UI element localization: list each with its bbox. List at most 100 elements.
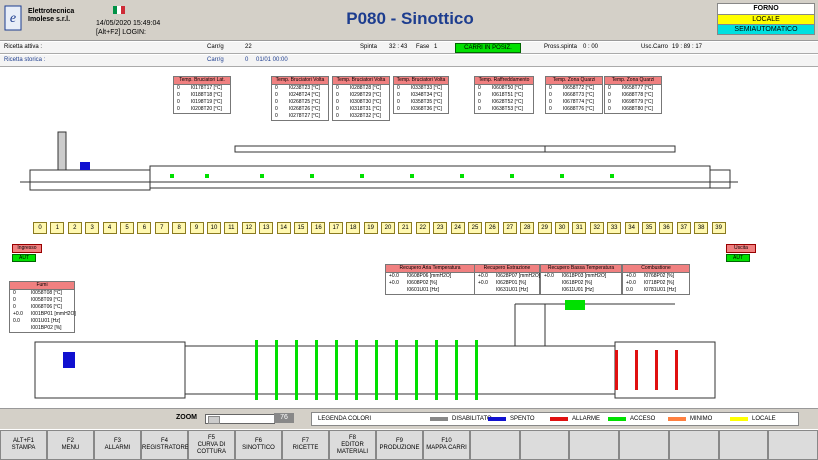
station-7[interactable]: 7: [154, 222, 169, 234]
station-0[interactable]: 0: [33, 222, 47, 234]
process-tag: I0628P01 [%]: [496, 280, 527, 286]
carrig-value: 22: [245, 44, 252, 50]
temp-value: 0: [275, 92, 278, 98]
station-20[interactable]: 20: [381, 222, 395, 234]
temp-value: 0: [336, 99, 339, 105]
station-14[interactable]: 14: [276, 222, 291, 234]
fkey-empty[interactable]: [519, 430, 570, 460]
uscita-aut-badge[interactable]: AUT: [726, 254, 750, 262]
login-shortcut[interactable]: [Alt+F2] LOGIN:: [96, 29, 146, 36]
station-28[interactable]: 28: [520, 222, 535, 234]
carrig2-value: 0: [245, 57, 249, 63]
ingresso-aut-badge[interactable]: AUT: [12, 254, 36, 262]
fkey-empty[interactable]: [718, 430, 769, 460]
station-25[interactable]: 25: [468, 222, 482, 234]
station-29[interactable]: 29: [537, 222, 552, 234]
pross-spinta-label: Pross.spinta: [544, 44, 578, 50]
station-27[interactable]: 27: [502, 222, 517, 234]
page-title: P080 - Sinottico: [346, 9, 474, 28]
company-logo-icon: e: [4, 5, 22, 31]
station-38[interactable]: 38: [694, 222, 709, 234]
station-33[interactable]: 33: [607, 222, 622, 234]
legend-label: ACCESO: [630, 416, 656, 422]
station-9[interactable]: 9: [189, 222, 204, 234]
station-8[interactable]: 8: [172, 222, 187, 234]
temp-value: 0: [478, 106, 481, 112]
temp-tag: I0248T24 [°C]: [289, 92, 320, 98]
temp-tag: I0638T53 [°C]: [492, 106, 523, 112]
station-16[interactable]: 16: [311, 222, 326, 234]
station-21[interactable]: 21: [398, 222, 413, 234]
legend-swatch: [668, 417, 686, 421]
station-36[interactable]: 36: [659, 222, 674, 234]
legend-swatch: [608, 417, 626, 421]
station-34[interactable]: 34: [624, 222, 639, 234]
station-22[interactable]: 22: [415, 222, 430, 234]
station-12[interactable]: 12: [241, 222, 256, 234]
station-26[interactable]: 26: [485, 222, 500, 234]
station-11[interactable]: 11: [224, 222, 239, 234]
process-tag: I0618P03 [mmH2O]: [562, 273, 607, 279]
station-17[interactable]: 17: [328, 222, 343, 234]
temp-panel-title: Temp. Zona Quarzi: [605, 77, 661, 85]
temp-value: 0: [275, 85, 278, 91]
fkey-empty[interactable]: [470, 430, 520, 460]
temp-tag: I0618T51 [°C]: [492, 92, 523, 98]
station-1[interactable]: 1: [50, 222, 65, 234]
process-value: 0: [13, 304, 16, 310]
fkey-empty[interactable]: [668, 430, 719, 460]
temp-tag: I0188T18 [°C]: [191, 92, 222, 98]
station-5[interactable]: 5: [120, 222, 134, 234]
station-19[interactable]: 19: [363, 222, 378, 234]
station-24[interactable]: 24: [450, 222, 465, 234]
station-18[interactable]: 18: [346, 222, 361, 234]
fkey-label: MATERIALI: [336, 448, 369, 455]
temp-panel-title: Temp. Zona Quarzi: [546, 77, 602, 85]
fkey-empty[interactable]: [768, 430, 818, 460]
temp-panel-title: Temp. Bruciatori Volta: [272, 77, 328, 85]
fkey-label: REGISTRATORE: [142, 445, 189, 451]
fkey-empty[interactable]: [569, 430, 620, 460]
station-35[interactable]: 35: [642, 222, 656, 234]
active-recipe-bar: Ricetta attiva : Carr/g 22 Spinta 32 : 4…: [0, 42, 818, 54]
station-15[interactable]: 15: [294, 222, 308, 234]
station-32[interactable]: 32: [589, 222, 604, 234]
temp-value: 0: [336, 113, 339, 119]
station-2[interactable]: 2: [67, 222, 82, 234]
station-37[interactable]: 37: [676, 222, 691, 234]
kiln-plan-pump-off: [63, 352, 75, 368]
station-31[interactable]: 31: [572, 222, 587, 234]
process-value: 0.0: [13, 318, 20, 324]
station-10[interactable]: 10: [207, 222, 221, 234]
station-4[interactable]: 4: [102, 222, 117, 234]
zoom-slider-thumb[interactable]: [208, 416, 220, 424]
station-3[interactable]: 3: [85, 222, 100, 234]
zoom-slider[interactable]: [205, 414, 275, 424]
kiln-duct-upper: [234, 145, 546, 153]
station-13[interactable]: 13: [259, 222, 274, 234]
station-39[interactable]: 39: [711, 222, 726, 234]
station-23[interactable]: 23: [433, 222, 448, 234]
fkey-empty[interactable]: [619, 430, 669, 460]
station-6[interactable]: 6: [137, 222, 152, 234]
station-30[interactable]: 30: [555, 222, 569, 234]
